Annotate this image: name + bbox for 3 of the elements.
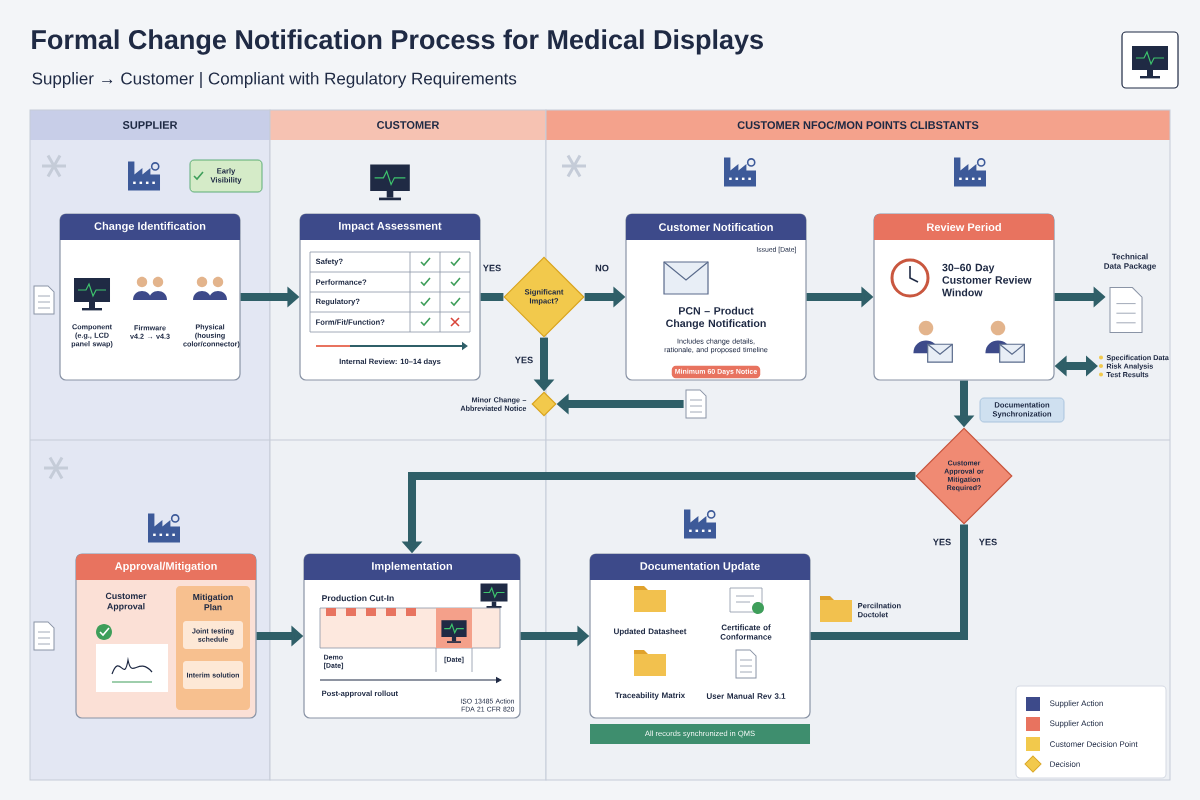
title: Formal Change Notification Process for Medical Displays: [32, 29, 763, 55]
document-icon: [685, 389, 707, 419]
subtitle: Supplier → Customer | Compliant with Regulatory Requirements: [32, 72, 517, 88]
